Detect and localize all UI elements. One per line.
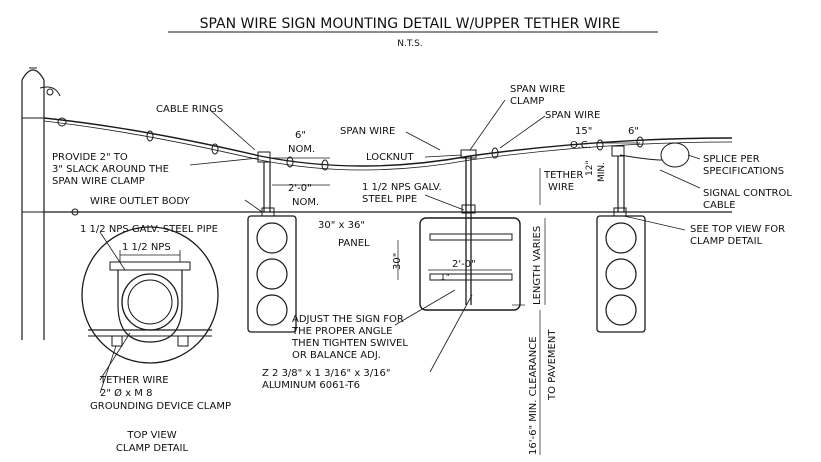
label-span-wire: SPAN WIRE <box>340 126 395 137</box>
cable-rings <box>146 130 644 171</box>
label-see-top-view-1: SEE TOP VIEW FOR <box>690 224 785 235</box>
label-provide-2: 3" SLACK AROUND THE <box>52 164 169 175</box>
dimension-lines <box>270 142 640 455</box>
label-galv-pipe-2: STEEL PIPE <box>362 194 417 205</box>
label-nps-1-1-2: 1 1/2 NPS <box>122 242 171 253</box>
label-min-clearance: 16'-6" MIN. CLEARANCE <box>528 336 539 455</box>
sign-panel-assembly <box>419 149 521 311</box>
drawing-title: SPAN WIRE SIGN MOUNTING DETAIL W/UPPER T… <box>200 16 621 32</box>
label-span-wire-clamp-1: SPAN WIRE <box>510 84 565 95</box>
label-span-wire-clamp-2: CLAMP <box>510 96 544 107</box>
label-tether-wire-2: WIRE <box>548 182 574 193</box>
label-cable-rings: CABLE RINGS <box>156 104 223 115</box>
label-panel-size-2: PANEL <box>338 238 370 249</box>
label-to-pavement: TO PAVEMENT <box>547 329 558 401</box>
dim-30: 30" <box>392 253 403 270</box>
label-adjust-4: OR BALANCE ADJ. <box>292 350 381 361</box>
label-tether-wire-lower: TETHER WIRE <box>99 375 169 386</box>
label-galv-pipe-1: 1 1/2 NPS GALV. <box>362 182 442 193</box>
label-panel-size-1: 30" x 36" <box>318 220 365 231</box>
dim-12-min-a: 12" <box>585 160 595 176</box>
label-locknut: LOCKNUT <box>366 152 414 163</box>
dim-6-right: 6" <box>628 126 639 137</box>
label-adjust-1: ADJUST THE SIGN FOR <box>292 314 404 325</box>
label-signal-cable-2: CABLE <box>703 200 736 211</box>
dim-2-0-nom-a: 2'-0" <box>288 183 312 194</box>
utility-pole <box>21 67 61 340</box>
dim-6-nom-a: 6" <box>295 130 306 141</box>
label-provide-3: SPAN WIRE CLAMP <box>52 176 145 187</box>
right-signal-head <box>596 215 646 333</box>
label-tether-wire-1: TETHER <box>543 170 583 181</box>
label-signal-cable-1: SIGNAL CONTROL <box>703 188 792 199</box>
z-bar-lower <box>429 273 513 281</box>
left-signal-head <box>247 215 297 333</box>
right-signal-hanger <box>611 145 627 217</box>
label-see-top-view-2: CLAMP DETAIL <box>690 236 763 247</box>
label-adjust-2: THE PROPER ANGLE <box>291 326 392 337</box>
label-z-section-1: Z 2 3/8" x 1 3/16" x 3/16" <box>262 368 390 379</box>
sign-panel <box>419 217 521 311</box>
clamp-detail-top-view <box>81 226 219 364</box>
span-wire <box>43 117 733 167</box>
label-provide-1: PROVIDE 2" TO <box>52 152 128 163</box>
dim-2-0-nom-b: NOM. <box>292 197 319 208</box>
drawing-subtitle: N.T.S. <box>397 39 422 49</box>
z-bar-upper <box>429 233 513 241</box>
label-top-view-2: CLAMP DETAIL <box>116 443 189 454</box>
label-splice-1: SPLICE PER <box>703 154 760 165</box>
label-z-section-2: ALUMINUM 6061-T6 <box>262 380 360 391</box>
label-top-view-1: TOP VIEW <box>126 430 176 441</box>
dim-12-min-b: MIN. <box>597 162 607 182</box>
label-span-wire-right: SPAN WIRE <box>545 110 600 121</box>
dim-1: 1" <box>440 273 450 283</box>
leader-lines <box>99 99 701 394</box>
label-length-varies: LENGTH VARIES <box>532 226 543 305</box>
label-adjust-3: THEN TIGHTEN SWIVEL <box>291 338 408 349</box>
label-wire-outlet-body: WIRE OUTLET BODY <box>90 196 190 207</box>
label-grounding-1: 2" Ø x M 8 <box>100 387 152 399</box>
dim-2-0-panel: 2'-0" <box>452 259 476 270</box>
label-galv-steel-pipe-callout: 1 1/2 NPS GALV. STEEL PIPE <box>80 224 218 235</box>
span-wire-lower-strand <box>43 120 733 171</box>
dim-15-oc-a: 15" <box>575 126 592 137</box>
dim-6-nom-b: NOM. <box>288 144 315 155</box>
dim-15-oc-b: O.C. <box>570 140 591 151</box>
label-grounding-2: GROUNDING DEVICE CLAMP <box>90 401 231 412</box>
splice-loop <box>660 142 690 168</box>
label-splice-2: SPECIFICATIONS <box>703 166 784 177</box>
left-signal-hanger <box>257 151 275 217</box>
